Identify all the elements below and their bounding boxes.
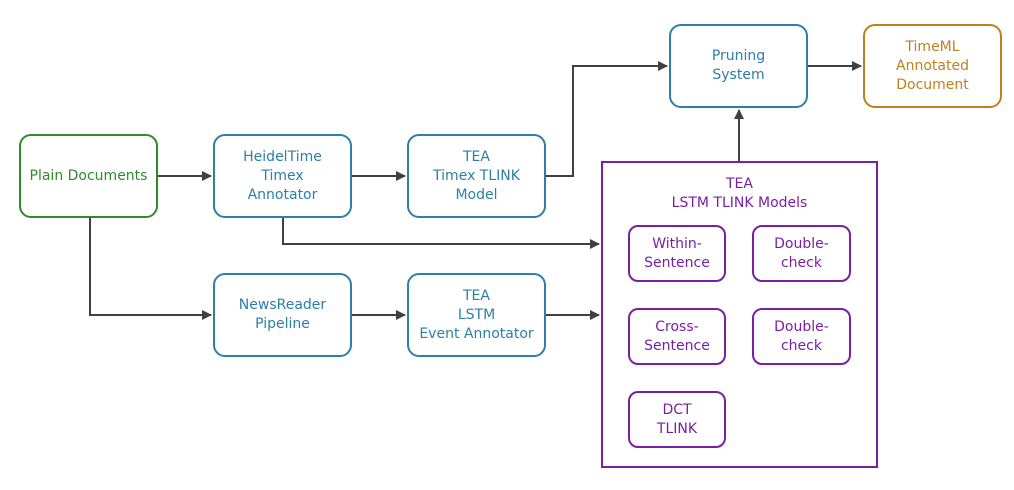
double-check-2-node: Double- check bbox=[752, 308, 851, 365]
newsreader-node: NewsReader Pipeline bbox=[213, 273, 352, 357]
arrow-plain-to-newsreader bbox=[89, 218, 212, 320]
newsreader-label: NewsReader Pipeline bbox=[238, 297, 327, 332]
tea-event-node: TEA LSTM Event Annotator bbox=[407, 273, 546, 357]
cross-sentence-label: Cross- Sentence bbox=[644, 318, 710, 354]
tea-timex-label: TEA Timex TLINK Model bbox=[433, 148, 520, 203]
arrow-heideltime-to-lstm bbox=[282, 218, 600, 249]
within-sentence-node: Within- Sentence bbox=[628, 225, 726, 282]
plain-documents-label: Plain Documents bbox=[29, 167, 148, 184]
dct-tlink-node: DCT TLINK bbox=[628, 391, 726, 448]
plain-documents-node: Plain Documents bbox=[19, 134, 158, 218]
double-check-2-label: Double- check bbox=[774, 318, 829, 354]
tea-timex-node: TEA Timex TLINK Model bbox=[407, 134, 546, 218]
timeml-node: TimeML Annotated Document bbox=[863, 24, 1002, 108]
timeml-label: TimeML Annotated Document bbox=[896, 38, 969, 93]
within-sentence-label: Within- Sentence bbox=[644, 235, 710, 271]
pruning-node: Pruning System bbox=[669, 24, 808, 108]
dct-tlink-label: DCT TLINK bbox=[656, 401, 698, 437]
heideltime-node: HeidelTime Timex Annotator bbox=[213, 134, 352, 218]
double-check-1-label: Double- check bbox=[774, 235, 829, 271]
lstm-group-title: TEA LSTM TLINK Models bbox=[671, 176, 808, 211]
double-check-1-node: Double- check bbox=[752, 225, 851, 282]
arrow-tea-timex-to-pruning bbox=[546, 61, 668, 177]
pruning-label: Pruning System bbox=[711, 48, 766, 83]
heideltime-label: HeidelTime Timex Annotator bbox=[243, 148, 322, 203]
cross-sentence-node: Cross- Sentence bbox=[628, 308, 726, 365]
tea-event-label: TEA LSTM Event Annotator bbox=[419, 287, 534, 342]
